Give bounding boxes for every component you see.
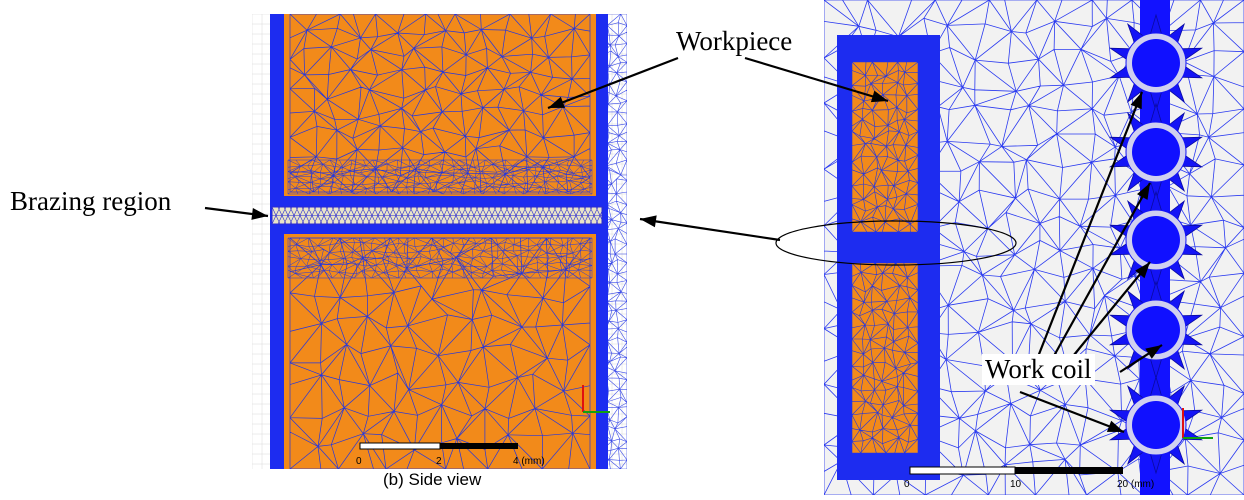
upper-section-mesh-lines — [851, 61, 919, 233]
scale-tick-0: 0 — [356, 456, 362, 467]
coil-arrow-1-head — [1130, 92, 1142, 110]
coil-core-4 — [1132, 306, 1180, 354]
coil-arrow-5-shaft — [1019, 390, 1125, 434]
coil-arrow-2-head — [1137, 183, 1150, 200]
brazing-region-arrow-head — [251, 208, 268, 220]
coil-arrow-5-head — [1106, 420, 1124, 432]
right-panel-left-margin — [812, 0, 824, 495]
lower-workpiece-mesh — [287, 237, 593, 469]
work-coil-label: Work coil — [982, 354, 1095, 385]
lower-section-mesh-lines — [851, 262, 919, 454]
lower-workpiece-body — [284, 234, 596, 469]
caption-side-view: (b) Side view — [383, 470, 482, 489]
workpiece-label: Workpiece — [676, 26, 793, 56]
workpiece-arrow-right-shaft — [744, 56, 889, 103]
coil-core-2 — [1132, 128, 1180, 176]
work-coil-turns — [1108, 13, 1204, 475]
upper-workpiece-fine-mesh — [287, 159, 593, 195]
brazing-region-highlight-ellipse — [775, 220, 1017, 266]
scale-bar-white-segment — [359, 442, 441, 450]
coil-core-5 — [1132, 401, 1180, 449]
full-view-mesh-panel — [812, 0, 1244, 495]
scale-bar-right-black — [1015, 467, 1123, 474]
workpiece-arrow-left-shaft — [547, 56, 679, 110]
workpiece-arrow-left-head — [548, 96, 566, 108]
workpiece-section-mesh — [851, 61, 919, 454]
brazing-region-label: Brazing region — [10, 186, 172, 216]
side-view-mesh-panel — [252, 14, 627, 469]
ellipse-to-braze-arrow-shaft — [639, 217, 781, 242]
scale-right-tick-10: 10 — [1010, 479, 1022, 490]
coil-arrow-2-shaft — [1044, 182, 1151, 373]
brazing-region-mesh — [271, 206, 605, 225]
scale-right-tick-0: 0 — [904, 479, 910, 490]
scale-bar-black-segment — [440, 443, 518, 449]
coil-arrow-3-shaft — [1059, 261, 1151, 373]
ellipse-to-braze-arrow-head — [640, 215, 657, 228]
lower-workpiece-fine-mesh — [287, 237, 593, 279]
coil-arrow-1-shaft — [1030, 91, 1144, 373]
scale-tick-4: 4 (mm) — [513, 456, 545, 467]
coil-core-3 — [1132, 216, 1180, 264]
upper-workpiece-mesh — [287, 14, 593, 195]
brazing-hatch-lines — [271, 206, 605, 225]
workpiece-arrow-right-head — [870, 90, 888, 103]
scale-bar-right-white — [909, 466, 1016, 475]
scale-tick-2: 2 — [436, 456, 442, 467]
coil-core-1 — [1132, 39, 1180, 87]
annotation-arrows — [204, 56, 1163, 434]
coil-arrow-3-head — [1135, 262, 1150, 279]
coil-arrow-4-head — [1145, 345, 1162, 359]
scale-right-tick-20: 20 (mm) — [1117, 479, 1155, 490]
